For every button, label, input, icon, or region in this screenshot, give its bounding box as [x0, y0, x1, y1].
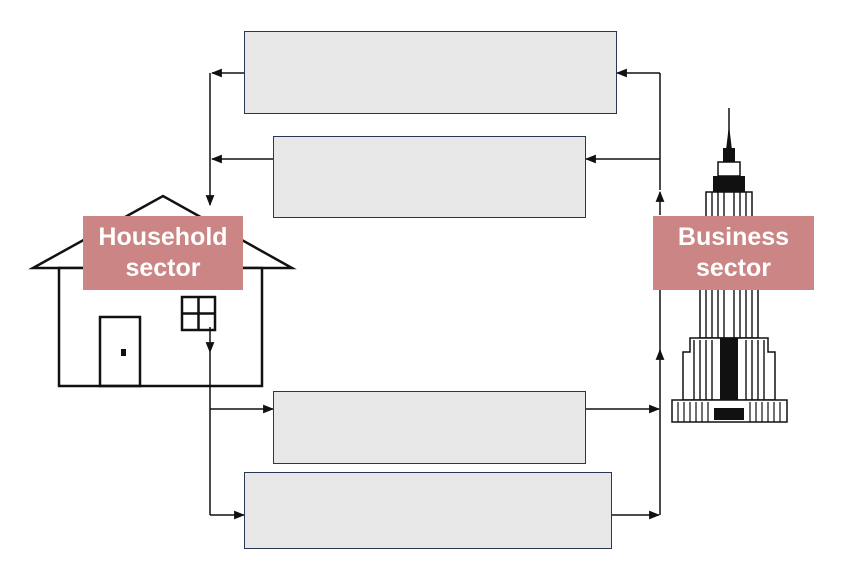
household-label-line2: sector [125, 254, 201, 282]
flow-box-2[interactable] [273, 136, 586, 218]
business-sector-label: Business sector [653, 216, 814, 290]
flow-box-4[interactable] [244, 472, 612, 549]
skyscraper-icon [671, 108, 788, 423]
household-sector-label: Household sector [83, 216, 243, 290]
flow-lines [205, 68, 665, 520]
household-label-line1: Household [98, 223, 228, 251]
business-label-line1: Business [677, 223, 790, 251]
flow-box-1[interactable] [244, 31, 617, 114]
business-label-line2: sector [695, 254, 772, 282]
flow-box-3[interactable] [273, 391, 586, 464]
